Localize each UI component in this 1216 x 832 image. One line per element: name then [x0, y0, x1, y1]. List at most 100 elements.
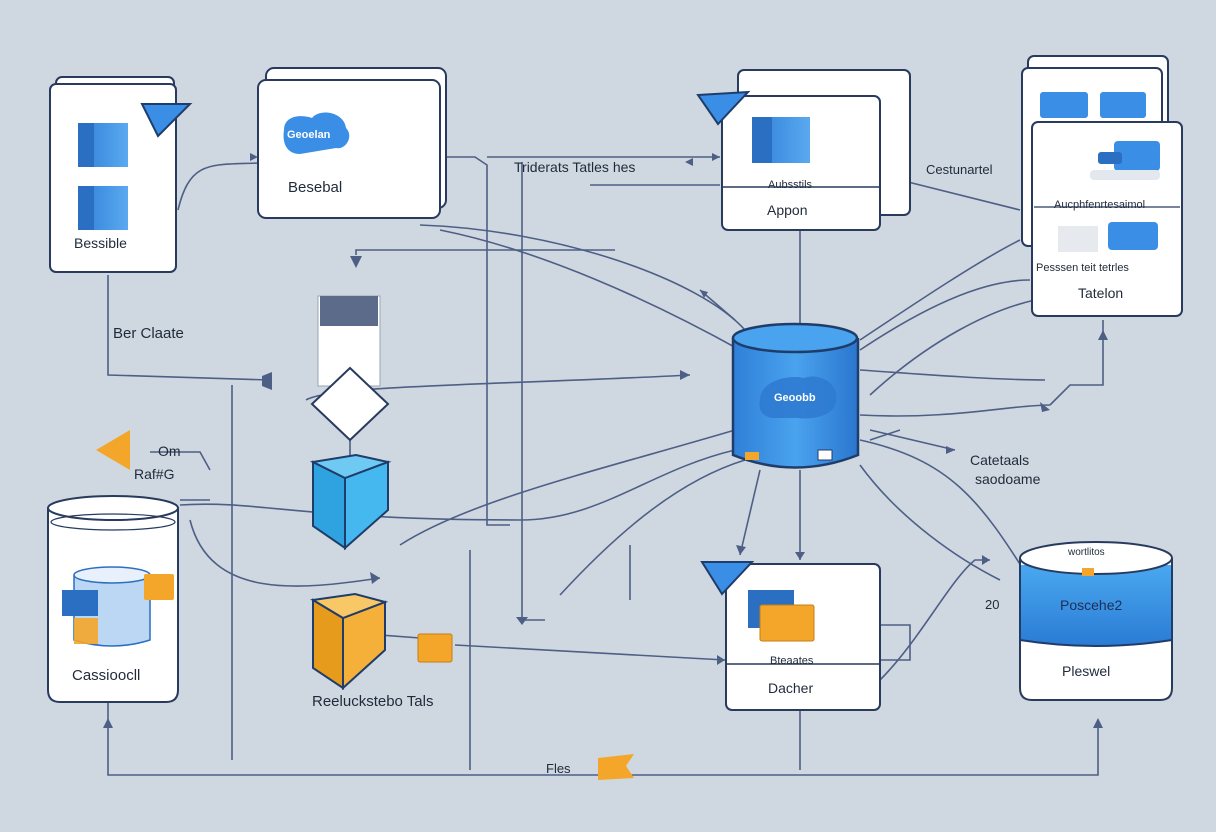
- card-top-mid-label: Besebal: [288, 179, 343, 196]
- db-right-label: Pleswel: [1062, 663, 1111, 679]
- orange-block-icon: [598, 754, 634, 780]
- left-cylinder-label: Cassioocll: [72, 667, 141, 684]
- folder-icon: [759, 604, 815, 642]
- arrow-head: [946, 446, 955, 454]
- arrow-head: [250, 153, 258, 161]
- right-side-top-label: Catetaals: [970, 452, 1030, 468]
- arrow-head: [1098, 330, 1108, 340]
- card-top-left: [49, 76, 193, 273]
- cyan-prism-icon: [309, 453, 392, 551]
- connector: [399, 429, 736, 546]
- folder-icon: [62, 590, 98, 616]
- connector: [859, 239, 1021, 341]
- orange-marker-icons: [96, 430, 634, 780]
- connector: [454, 644, 726, 661]
- connector: [899, 179, 1021, 211]
- database-center: [731, 322, 860, 469]
- left-side-label: Raf#G: [134, 466, 175, 482]
- connector: [189, 519, 381, 587]
- triangle-icon: [140, 103, 193, 138]
- arrow-head: [712, 153, 720, 161]
- arrow-head: [262, 372, 272, 390]
- stack-card-label: Tatelon: [1078, 285, 1124, 301]
- connector: [859, 279, 1031, 351]
- database-right: [1019, 541, 1173, 701]
- bottom-mid-label: Reeluckstebo Tals: [312, 693, 434, 710]
- arrow-head: [700, 290, 708, 298]
- cloud-badge-icon: [283, 112, 350, 154]
- connector: [559, 459, 746, 596]
- db-right-cap-label: wortlitos: [1068, 547, 1105, 558]
- connector: [869, 299, 1036, 396]
- arrow-head: [370, 572, 380, 584]
- arrow-heads: [103, 153, 1108, 728]
- connector: [869, 429, 956, 451]
- number-label: 20: [985, 597, 1000, 612]
- center-cylinder-label: Geoobb: [774, 392, 816, 404]
- card-top-mid: [257, 67, 447, 219]
- arrow-head: [736, 545, 746, 555]
- triangle-icon: [696, 90, 751, 126]
- bottom-label: Fles: [546, 761, 571, 776]
- connector: [1049, 320, 1104, 406]
- stack-card-caption: Aucphfenrtesaimol: [1054, 199, 1146, 211]
- connector: [859, 464, 1001, 581]
- connector: [521, 162, 545, 621]
- pointer-label: Om: [158, 443, 181, 459]
- connector: [150, 451, 211, 471]
- card-top-left-label: Bessible: [74, 235, 127, 251]
- db-right-top-label: Poscehe2: [1060, 597, 1123, 613]
- arrow-head: [795, 552, 805, 560]
- connector: [869, 429, 901, 441]
- arrow-head: [685, 158, 693, 166]
- top-center-label: Triderats Tatles hes: [514, 159, 636, 175]
- triangle-icon: [700, 561, 755, 596]
- orange-block-icon: [417, 633, 453, 663]
- card-top-right-caption: Aubsstils: [768, 179, 813, 191]
- stack-card-line: Pesssen teit tetrles: [1036, 262, 1129, 274]
- card-top-right: [696, 69, 911, 231]
- connector: [879, 559, 990, 681]
- connector: [107, 275, 271, 381]
- cylinder-left: [47, 495, 179, 703]
- card-bottom-label: Dacher: [768, 680, 814, 696]
- orange-prism-icon: [310, 592, 389, 691]
- card-bottom-mid: [700, 561, 881, 711]
- decision-diamond: [310, 366, 390, 442]
- connector: [439, 229, 741, 351]
- arrow-head: [1093, 718, 1103, 728]
- connector: [739, 469, 761, 556]
- right-side-bottom-label: saodoame: [975, 471, 1041, 487]
- card-bottom-caption: Bteaates: [770, 655, 814, 667]
- arrow-head: [680, 370, 690, 380]
- device-icon: [1114, 141, 1160, 171]
- device-icon: [1108, 222, 1158, 250]
- folder-tab-icon: [1040, 92, 1088, 118]
- left-mid-label: Ber Claate: [113, 325, 184, 342]
- connector: [379, 634, 421, 639]
- folder-tab-icon: [1100, 92, 1146, 118]
- arrow-head: [1040, 402, 1050, 412]
- arrow-head: [982, 555, 990, 565]
- flow-block: [310, 295, 390, 442]
- connector: [859, 369, 1046, 381]
- connector: [179, 449, 736, 521]
- pointer-arrow-icon: [96, 430, 130, 470]
- connector: [880, 624, 911, 661]
- connector-lines: [107, 156, 1104, 776]
- connector: [355, 249, 615, 255]
- arrow-head: [103, 718, 113, 728]
- connector: [859, 439, 1031, 581]
- card-stack-right: [1021, 55, 1183, 317]
- card-top-mid-badge: Geoelan: [287, 129, 331, 141]
- connector: [177, 162, 259, 211]
- arrow-head: [350, 256, 362, 268]
- arrow-head: [717, 655, 725, 665]
- card-top-right-label: Appon: [767, 202, 808, 218]
- right-arrow-label: Cestunartel: [926, 162, 993, 177]
- connector: [419, 224, 746, 331]
- connector: [859, 404, 1051, 417]
- arrow-head: [516, 617, 528, 625]
- cloud-icon: [759, 376, 837, 419]
